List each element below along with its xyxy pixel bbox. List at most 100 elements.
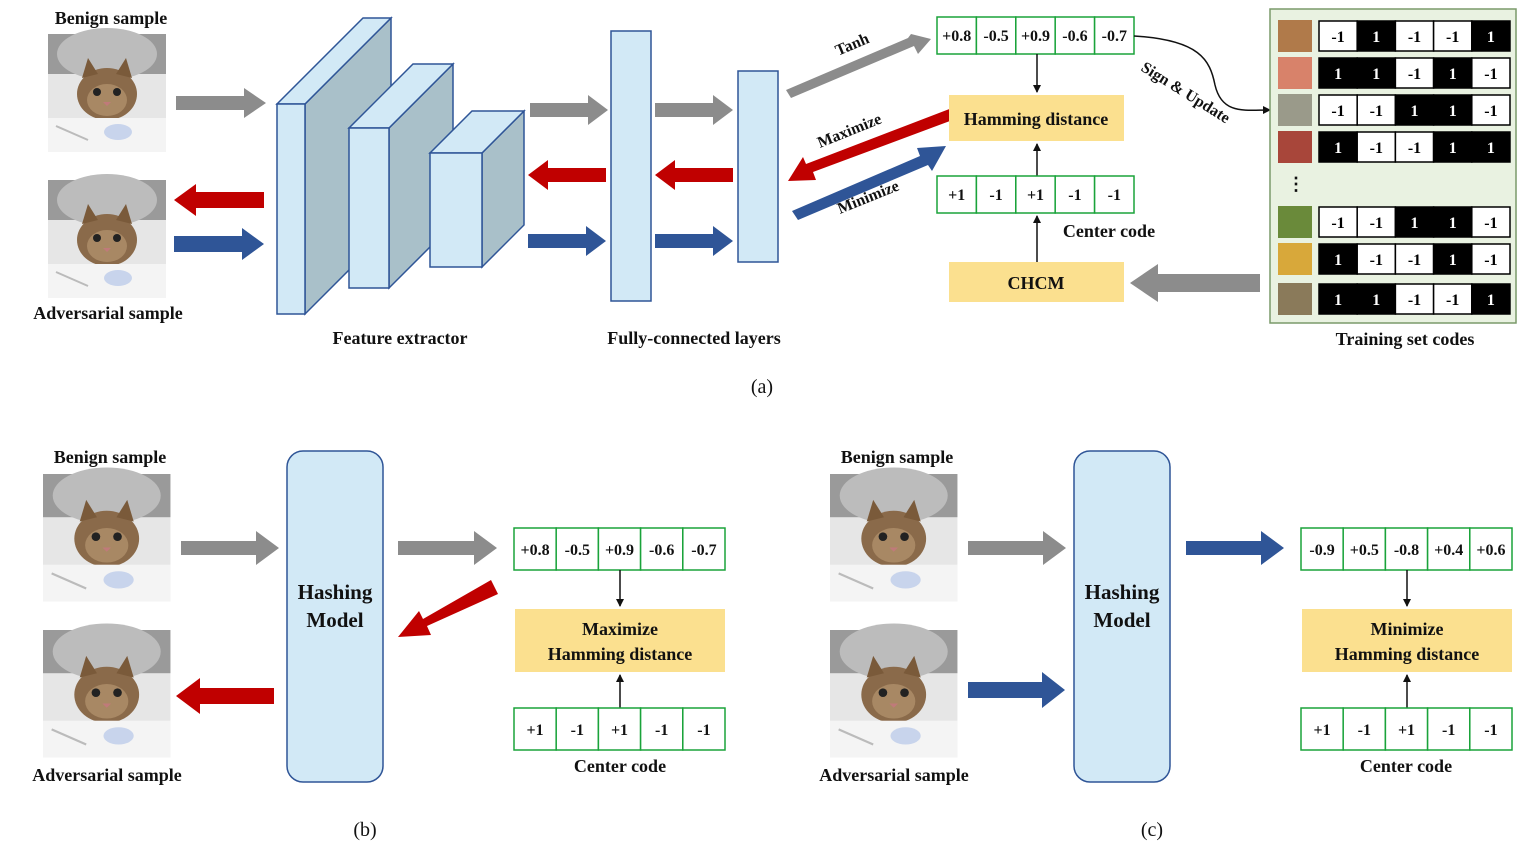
center-code-label: Center code xyxy=(1360,756,1452,776)
code-cell xyxy=(1300,707,1344,751)
adversarial-sample-label: Adversarial sample xyxy=(819,765,968,785)
code-value: -1 xyxy=(1108,187,1121,204)
adversarial-sample-label: Adversarial sample xyxy=(32,765,181,785)
code-value: -0.5 xyxy=(983,28,1008,45)
code-cell xyxy=(555,707,600,751)
training-code-value: -1 xyxy=(1484,215,1497,232)
minimize-hamming-box xyxy=(1302,609,1512,672)
code-cell xyxy=(1342,707,1387,751)
code-value: +0.8 xyxy=(942,28,971,45)
code-value: +1 xyxy=(527,722,544,739)
training-code-value: 1 xyxy=(1449,66,1457,83)
code-cell xyxy=(1426,707,1471,751)
hashing-model-label-line1: Hashing xyxy=(298,580,373,604)
training-code-cell xyxy=(1394,243,1435,275)
training-code-cell xyxy=(1394,94,1435,126)
caption-b: (b) xyxy=(353,819,376,841)
code-value: -0.7 xyxy=(1102,28,1127,45)
blue-arrow xyxy=(968,672,1065,708)
training-thumbnail xyxy=(1278,131,1312,163)
hamming-distance-label: Hamming distance xyxy=(1335,644,1480,664)
training-code-value: 1 xyxy=(1487,140,1495,157)
training-code-value: -1 xyxy=(1331,29,1344,46)
hamming-distance-box xyxy=(949,95,1124,141)
code-cell xyxy=(1054,16,1096,55)
code-cell xyxy=(975,175,1017,214)
training-code-value: -1 xyxy=(1370,103,1383,120)
code-cell xyxy=(1093,16,1135,55)
training-code-value: -1 xyxy=(1408,29,1421,46)
training-code-cell xyxy=(1318,57,1358,89)
training-set-label: Training set codes xyxy=(1336,329,1475,349)
code-value: -0.6 xyxy=(1062,28,1087,45)
output-code: +0.8 -0.5 +0.9 -0.6 -0.7 xyxy=(936,16,1135,55)
code-value: -0.8 xyxy=(1394,542,1419,559)
training-thumbnail xyxy=(1278,57,1312,89)
gray-arrow xyxy=(968,531,1066,565)
blue-arrow xyxy=(174,228,264,260)
training-code-cell xyxy=(1471,283,1511,315)
training-code-cell xyxy=(1471,94,1511,126)
chcm-box xyxy=(949,262,1124,302)
code-value: +1 xyxy=(611,722,628,739)
benign-sample-image xyxy=(828,466,959,603)
training-code-value: 1 xyxy=(1372,29,1380,46)
sign-update-curve xyxy=(1133,35,1271,115)
code-value: -1 xyxy=(1068,187,1081,204)
training-code-cell xyxy=(1471,206,1511,238)
gray-arrow xyxy=(181,531,279,565)
code-cell xyxy=(1054,175,1096,214)
code-cell xyxy=(1015,16,1056,55)
fc-layer-2 xyxy=(737,70,779,263)
gray-arrow xyxy=(530,95,608,125)
benign-sample-image xyxy=(41,466,172,603)
caption-a: (a) xyxy=(751,376,773,398)
training-code-cell xyxy=(1471,57,1511,89)
code-cell xyxy=(1426,527,1471,571)
red-arrow xyxy=(176,678,274,714)
training-code-cell xyxy=(1356,243,1397,275)
code-value: +1 xyxy=(1027,187,1044,204)
center-code: +1-1+1-1-1 xyxy=(513,707,726,751)
training-code-value: 1 xyxy=(1487,292,1495,309)
training-code-cell xyxy=(1356,57,1397,89)
code-value: +1 xyxy=(1314,722,1331,739)
code-value: +0.4 xyxy=(1434,542,1463,559)
output-code: -0.9+0.5-0.8+0.4+0.6 xyxy=(1300,527,1513,571)
maximize-arrow xyxy=(788,108,958,181)
red-arrow xyxy=(398,580,498,637)
center-code-label: Center code xyxy=(574,756,666,776)
training-code-value: 1 xyxy=(1372,292,1380,309)
training-code-cell xyxy=(1432,206,1473,238)
training-code-value: -1 xyxy=(1446,292,1459,309)
hamming-distance-label: Hamming distance xyxy=(964,109,1109,129)
adversarial-sample-image xyxy=(41,622,172,759)
code-value: +1 xyxy=(948,187,965,204)
feature-extractor-label: Feature extractor xyxy=(332,328,467,348)
hamming-distance-label: Hamming distance xyxy=(548,644,693,664)
chcm-label: CHCM xyxy=(1008,273,1065,293)
fc-layers-label: Fully-connected layers xyxy=(607,328,780,348)
maximize-hamming-box xyxy=(515,609,725,672)
training-code-value: -1 xyxy=(1484,66,1497,83)
gray-arrow xyxy=(176,88,266,118)
code-value: +0.9 xyxy=(1021,28,1050,45)
code-value: -1 xyxy=(571,722,584,739)
code-cell xyxy=(682,527,726,571)
training-code-cell xyxy=(1432,283,1473,315)
training-code-cell xyxy=(1356,206,1397,238)
benign-sample-label: Benign sample xyxy=(55,8,168,28)
training-code-value: -1 xyxy=(1331,103,1344,120)
training-code-value: -1 xyxy=(1408,292,1421,309)
code-cell xyxy=(1469,527,1513,571)
training-code-value: 1 xyxy=(1449,103,1457,120)
training-code-value: 1 xyxy=(1449,140,1457,157)
code-cell xyxy=(639,527,684,571)
panel-b: Benign sample Adversarial sample Hashing… xyxy=(32,447,726,841)
training-code-cell xyxy=(1318,243,1358,275)
adversarial-sample-label: Adversarial sample xyxy=(33,303,182,323)
red-arrow xyxy=(174,184,264,216)
code-cell xyxy=(513,527,557,571)
training-code-cell xyxy=(1356,94,1397,126)
minimize-label: Minimize xyxy=(1371,619,1444,639)
